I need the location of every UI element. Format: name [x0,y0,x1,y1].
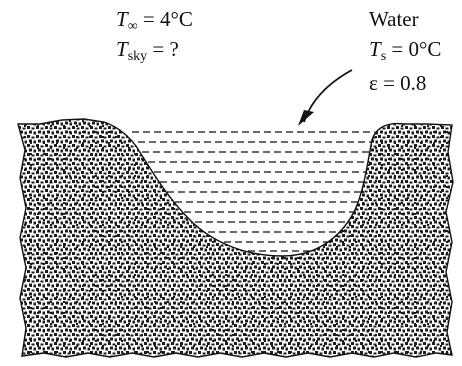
ambient-temperature-label: T∞ = 4°C [116,6,193,32]
water-title-label: Water [369,6,419,32]
surface-temperature-label: Ts = 0°C [369,36,441,62]
arrow-head-icon [298,110,314,126]
sky-temperature-label: Tsky = ? [116,36,179,62]
emissivity-label: ε = 0.8 [369,70,426,96]
